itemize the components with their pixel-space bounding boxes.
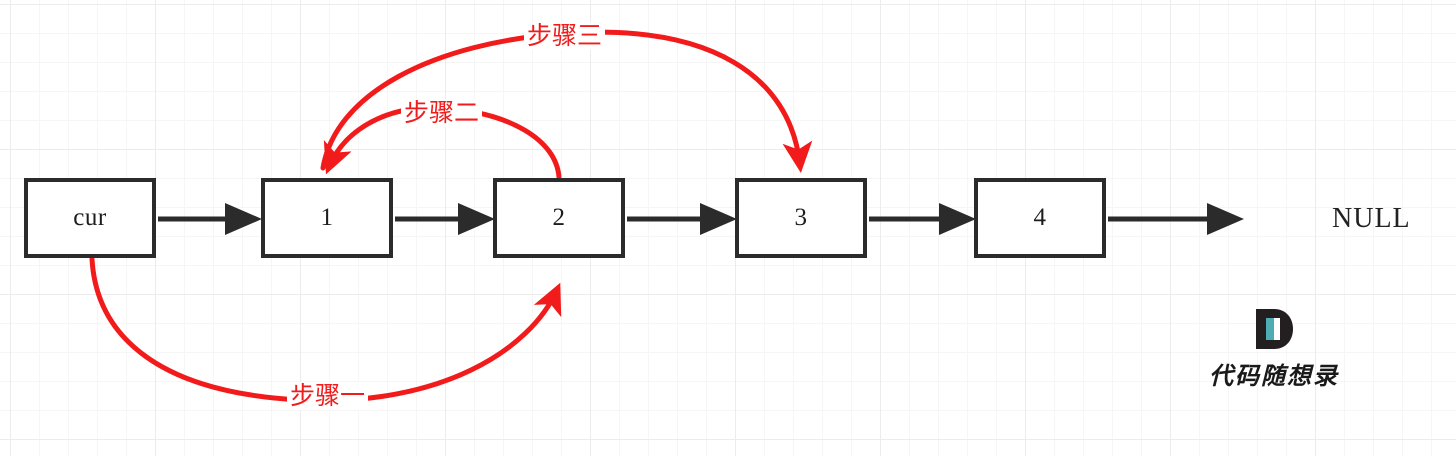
red-arrow-step-three: [320, 29, 813, 173]
logo-d-icon: [1252, 306, 1296, 352]
step-two-label: 步骤二: [401, 99, 483, 127]
node-box-1[interactable]: 1: [261, 178, 393, 258]
null-terminal-label: NULL: [1332, 203, 1411, 234]
node-box-cur[interactable]: cur: [24, 178, 156, 258]
watermark: 代码随想录: [1198, 306, 1350, 400]
watermark-text: 代码随想录: [1209, 362, 1339, 390]
red-arrow-step-one: [89, 256, 562, 404]
node-label: 1: [320, 204, 334, 231]
node-box-3[interactable]: 3: [735, 178, 867, 258]
node-box-4[interactable]: 4: [974, 178, 1106, 258]
node-label: cur: [73, 204, 107, 231]
step-one-label: 步骤一: [287, 382, 369, 410]
node-label: 4: [1033, 204, 1047, 231]
node-box-2[interactable]: 2: [493, 178, 625, 258]
node-label: 2: [552, 204, 566, 231]
step-three-label: 步骤三: [524, 22, 606, 50]
node-label: 3: [794, 204, 808, 231]
